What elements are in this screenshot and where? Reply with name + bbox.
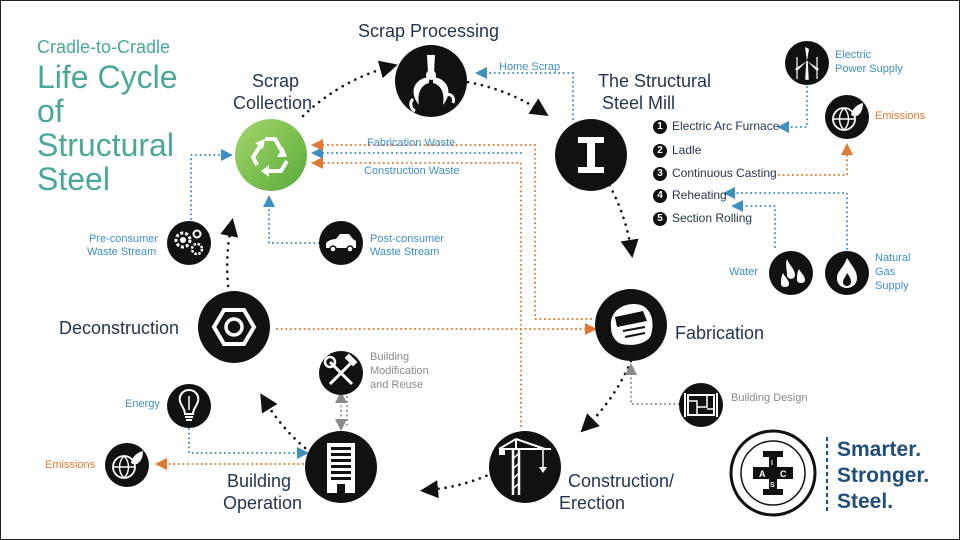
svg-text:A: A — [759, 469, 766, 479]
stage-scrap-processing: Scrap Processing — [358, 21, 500, 41]
label-emissions-mill: Emissions — [875, 110, 926, 122]
stage-scrap-collection-line-1: Scrap — [252, 71, 300, 91]
svg-text:C: C — [780, 469, 787, 479]
label-gas-line-3: Supply — [875, 280, 909, 292]
blueprint-icon — [679, 383, 723, 427]
wind-turbine-icon — [785, 41, 829, 85]
label-water: Water — [729, 266, 758, 278]
label-building-design: Building Design — [731, 392, 808, 404]
label-electric-line-2: Power Supply — [835, 63, 903, 75]
stage-construction-line-2: Erection — [559, 493, 626, 513]
building-icon — [305, 431, 377, 503]
claw-grapple-icon — [395, 45, 467, 117]
light-bulb-icon — [167, 384, 211, 428]
label-fabrication-waste: Fabrication Waste — [367, 137, 456, 149]
car-icon — [319, 221, 363, 265]
stage-construction-line-1: Construction/ — [568, 471, 675, 491]
label-modification-line-2: Modification — [370, 365, 429, 377]
title-line-5: Steel — [37, 161, 110, 197]
tower-crane-icon — [489, 431, 561, 503]
stage-deconstruction: Deconstruction — [59, 318, 180, 338]
supply-flows-blue — [188, 67, 848, 459]
stage-scrap-collection-line-2: Collection — [233, 93, 313, 113]
stage-fabrication: Fabrication — [675, 323, 765, 343]
stage-building-operation-line-1: Building — [227, 471, 292, 491]
stage-steel-mill-line-2: Steel Mill — [602, 93, 676, 113]
svg-text:I: I — [771, 460, 773, 467]
label-post-consumer-line-1: Post-consumer — [370, 233, 444, 245]
welding-mask-icon — [595, 289, 667, 361]
hex-nut-icon — [198, 291, 270, 363]
hammer-wrench-icon — [319, 351, 363, 395]
label-emissions-building: Emissions — [45, 459, 96, 471]
tagline-line-3: Steel. — [837, 490, 894, 513]
aisc-seal-logo: A C I S — [729, 429, 817, 517]
label-gas-line-2: Gas — [875, 266, 896, 278]
main-cycle-flow — [220, 60, 639, 499]
tagline-line-2: Stronger. — [837, 464, 930, 487]
globe-leaf-icon — [105, 443, 149, 487]
svg-text:S: S — [770, 482, 775, 489]
label-gas-line-1: Natural — [875, 252, 911, 264]
label-home-scrap: Home Scrap — [499, 61, 561, 73]
label-post-consumer-line-2: Waste Stream — [370, 246, 440, 258]
stage-steel-mill-line-1: The Structural — [598, 71, 712, 91]
water-drops-icon — [769, 251, 813, 295]
title-line-4: Structural — [37, 127, 174, 163]
title-line-2: Life Cycle — [37, 59, 178, 95]
label-pre-consumer-line-1: Pre-consumer — [89, 233, 159, 245]
label-pre-consumer-line-2: Waste Stream — [87, 246, 157, 258]
label-modification-line-3: and Reuse — [370, 379, 424, 391]
title-line-3: of — [37, 93, 64, 129]
stage-building-operation-line-2: Operation — [223, 493, 303, 513]
i-beam-icon — [555, 119, 627, 191]
gears-icon — [167, 221, 211, 265]
label-energy: Energy — [125, 398, 160, 410]
flame-icon — [825, 251, 869, 295]
design-flows-grey — [335, 363, 680, 431]
label-modification-line-1: Building — [370, 351, 410, 363]
title-line-1: Cradle-to-Cradle — [37, 37, 171, 57]
label-electric-line-1: Electric — [835, 49, 872, 61]
recycle-icon — [235, 119, 307, 191]
tagline-line-1: Smarter. — [837, 438, 922, 461]
waste-flows-orange — [155, 139, 853, 470]
globe-leaf-icon — [825, 95, 869, 139]
label-construction-waste: Construction Waste — [364, 165, 460, 177]
